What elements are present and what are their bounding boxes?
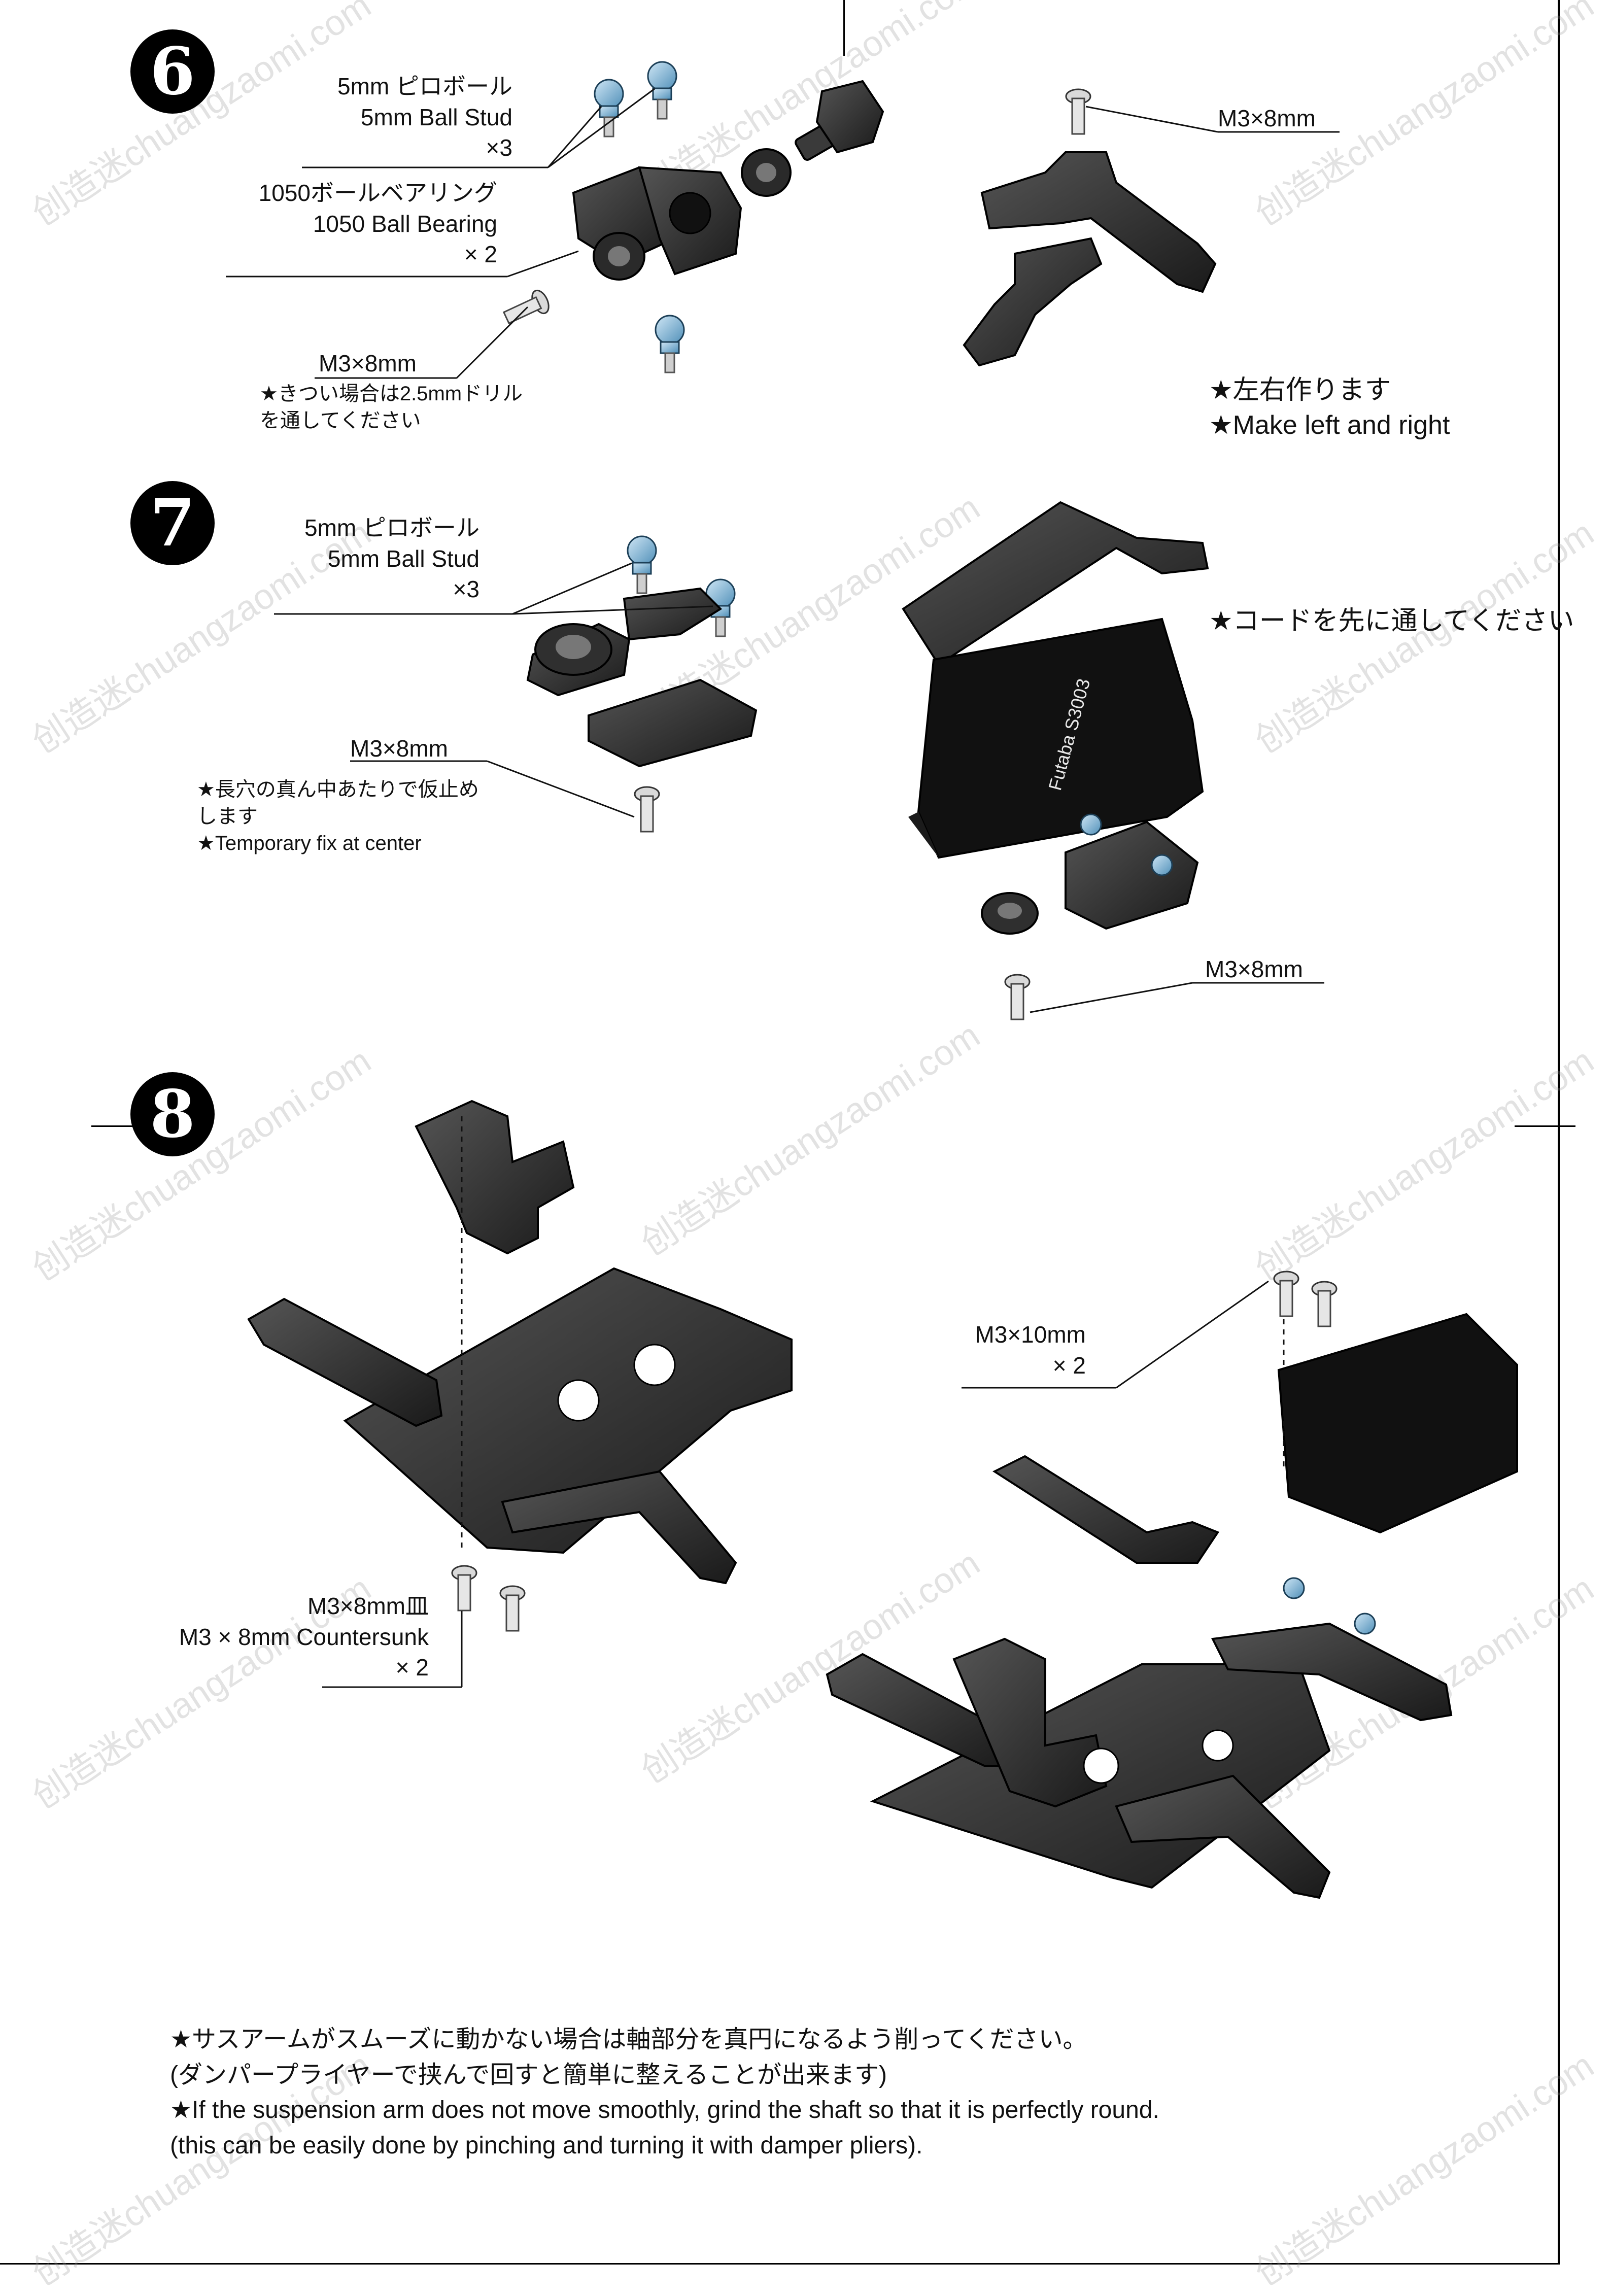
step6-screw-note: ★きつい場合は2.5mmドリル を通してください: [260, 381, 523, 434]
step7-right-screw-label: M3×8mm: [1205, 956, 1303, 982]
step-number-8: 8: [130, 1072, 215, 1156]
step7-note-line2: します: [197, 805, 258, 828]
frame-bottom-border: [0, 2263, 1560, 2265]
make-lr-en: ★Make left and right: [1209, 410, 1450, 440]
make-lr-jp: ★左右作ります: [1209, 375, 1391, 405]
bottom-note-jp-1: ★サスアームがスムーズに動かない場合は軸部分を真円になるよう削ってください。: [170, 2026, 1087, 2053]
step6-note-line2: を通してください: [260, 409, 421, 432]
step6-steering-arm-illustration: [963, 88, 1217, 367]
step6-bearing-label: 1050ボールベアリング 1050 Ball Bearing × 2: [178, 178, 497, 270]
step7-servo-illustration: Futaba S3003: [902, 501, 1209, 1020]
step-number-7: 7: [130, 481, 215, 565]
countersunk-en: M3 × 8mm Countersunk: [179, 1623, 429, 1650]
step6-ballstud-label: 5mm ピロボール 5mm Ball Stud ×3: [228, 71, 512, 163]
ballstud-qty: ×3: [453, 576, 479, 603]
step8-right-screw-label: M3×10mm × 2: [913, 1319, 1086, 1381]
step6-make-lr-note: ★左右作ります ★Make left and right: [1209, 373, 1450, 442]
bottom-note-jp-2: (ダンパープライヤーで挟んで回すと簡単に整えることが出来ます): [170, 2061, 887, 2088]
step8-countersunk-label: M3×8mm皿 M3 × 8mm Countersunk × 2: [132, 1591, 429, 1683]
step7-screw-label: M3×8mm: [350, 735, 448, 762]
step7-servo-saver-illustration: [526, 535, 758, 833]
step7-ballstud-label: 5mm ピロボール 5mm Ball Stud ×3: [198, 512, 479, 605]
bearing-en: 1050 Ball Bearing: [313, 210, 497, 237]
countersunk-qty: × 2: [395, 1654, 429, 1681]
step7-note-line1: ★長穴の真ん中あたりで仮止め: [197, 778, 479, 801]
step6-note-line1: ★きつい場合は2.5mmドリル: [260, 383, 523, 405]
right-screw-size: M3×10mm: [975, 1321, 1086, 1348]
crop-mark-top: [843, 0, 845, 56]
crop-mark-right: [1515, 1125, 1575, 1127]
frame-right-border: [1558, 0, 1560, 2263]
ballstud-en: 5mm Ball Stud: [360, 104, 512, 130]
bottom-note-en-1: ★If the suspension arm does not move smo…: [170, 2097, 1159, 2124]
step6-right-screw-label: M3×8mm: [1218, 105, 1316, 131]
bottom-notes: ★サスアームがスムーズに動かない場合は軸部分を真円になるよう削ってください。 (…: [170, 2022, 1159, 2163]
bottom-note-en-2: (this can be easily done by pinching and…: [170, 2132, 923, 2159]
step8-chassis-illustration-right: [826, 1271, 1518, 1899]
step-number-6: 6: [130, 29, 215, 114]
step8-chassis-illustration-left: [247, 1100, 793, 1632]
step6-knuckle-illustration: [500, 61, 884, 373]
step6-screw-label: M3×8mm: [319, 350, 417, 376]
right-screw-qty: × 2: [1052, 1352, 1086, 1379]
ballstud-qty: ×3: [486, 134, 512, 161]
ballstud-jp: 5mm ピロボール: [337, 73, 512, 99]
bearing-jp: 1050ボールベアリング: [258, 180, 497, 206]
step7-screw-note: ★長穴の真ん中あたりで仮止め します ★Temporary fix at cen…: [197, 776, 479, 856]
leader-lines: [226, 88, 1340, 1688]
step7-cord-note: ★コードを先に通してください: [1209, 606, 1574, 636]
ballstud-en: 5mm Ball Stud: [327, 545, 479, 572]
step7-note-line3: ★Temporary fix at center: [197, 832, 422, 854]
ballstud-jp: 5mm ピロボール: [304, 515, 479, 541]
countersunk-jp: M3×8mm皿: [307, 1593, 429, 1619]
bearing-qty: × 2: [464, 241, 497, 268]
